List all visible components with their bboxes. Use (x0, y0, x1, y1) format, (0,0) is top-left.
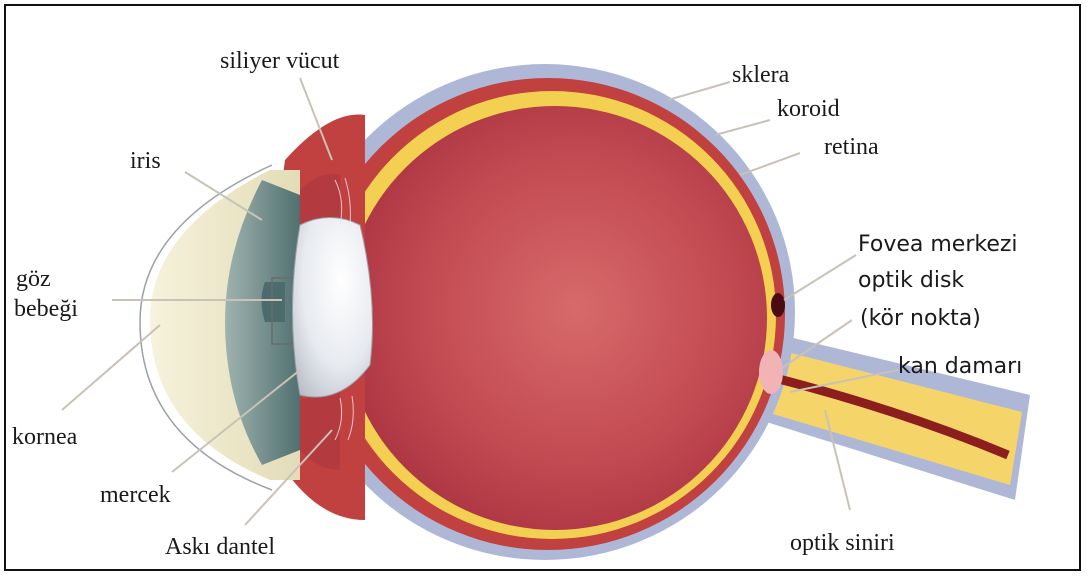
lens (293, 218, 373, 398)
label-optik-siniri: optik siniri (790, 530, 895, 556)
label-retina: retina (824, 134, 879, 160)
label-mercek: mercek (100, 482, 171, 508)
fovea (771, 293, 785, 317)
label-fovea: Fovea merkezi (858, 232, 1018, 258)
vitreous-body (343, 106, 767, 530)
label-aski-dantel: Askı dantel (165, 534, 275, 560)
label-kornea: kornea (12, 424, 77, 450)
label-koroid: koroid (777, 96, 840, 122)
label-kan-damari: kan damarı (898, 354, 1022, 380)
label-kor-nokta: (kör nokta) (860, 306, 981, 332)
label-bebegi: bebeği (14, 296, 78, 322)
optic-disk (759, 350, 783, 394)
label-goz: göz (16, 266, 51, 292)
label-sklera: sklera (732, 62, 789, 88)
pupil (262, 282, 286, 322)
label-iris: iris (130, 148, 161, 174)
label-siliyer-vucut: siliyer vücut (220, 48, 339, 74)
label-optik-disk: optik disk (858, 268, 964, 294)
